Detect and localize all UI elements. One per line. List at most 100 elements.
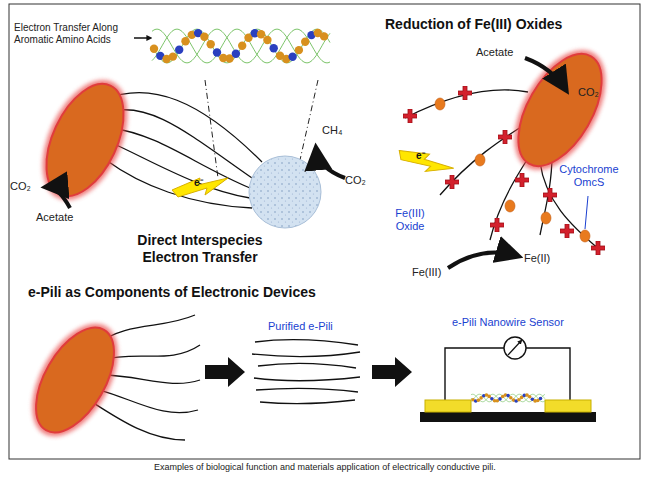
aromatic-bead	[181, 37, 189, 45]
aromatic-bead	[263, 36, 271, 44]
electron-bolt	[396, 140, 454, 184]
aromatic-bead	[232, 50, 240, 58]
fe-oxide-crosses	[591, 241, 605, 255]
aromatic-bead	[200, 33, 208, 41]
electron-bolt	[396, 140, 454, 184]
aromatic-bead	[320, 32, 328, 40]
geobacter-cell	[20, 315, 130, 445]
cell-glow	[25, 67, 144, 213]
sensor-circuit	[526, 348, 570, 400]
helix-strand	[471, 394, 545, 402]
helix-strand	[471, 394, 545, 401]
fe-oxide-crosses	[543, 188, 557, 202]
aromatic-bead	[517, 398, 521, 402]
pili-bottom	[100, 390, 198, 413]
chemical-label: CO₂	[10, 180, 31, 193]
methane-arrow	[316, 148, 345, 178]
helix-leaders	[300, 80, 318, 160]
cytochrome-blobs	[505, 200, 515, 212]
electrode	[545, 400, 591, 412]
aromatic-bead	[257, 30, 265, 38]
aromatic-bead	[539, 397, 543, 401]
purified-pili	[258, 363, 356, 368]
geobacter-cell	[31, 72, 140, 208]
cytochrome-blobs	[475, 154, 485, 166]
geobacter-cell	[501, 40, 618, 179]
aromatic-bead	[498, 397, 502, 401]
aromatic-bead	[175, 46, 183, 54]
electrode	[425, 400, 471, 412]
helix-strand	[471, 394, 545, 402]
cell-glow	[15, 309, 136, 450]
chemical-label: Fe(III)	[412, 266, 441, 279]
helix-strand	[152, 29, 330, 63]
purified-pili	[254, 377, 360, 381]
aromatic-bead	[213, 48, 221, 56]
aromatic-bead	[487, 395, 491, 399]
purified-pili	[255, 340, 358, 345]
callout-label: Electron Transfer Along Aromatic Amino A…	[14, 22, 134, 46]
pili-left	[112, 143, 250, 198]
fe-oxide-crosses	[515, 173, 529, 187]
aromatic-bead	[270, 44, 278, 52]
sensor-nanowire	[471, 393, 545, 403]
pili-right	[540, 162, 600, 250]
aromatic-bead	[528, 395, 532, 399]
pili-left	[104, 93, 262, 162]
cytochrome-blobs	[580, 230, 590, 242]
meter-needle	[508, 341, 521, 355]
panel-title: Reduction of Fe(III) Oxides	[385, 16, 562, 33]
fe-oxide-crosses	[560, 224, 574, 238]
callout-label: Fe(III) Oxide	[384, 207, 436, 233]
pointer-arrow	[134, 37, 150, 39]
chemical-label: CH₄	[322, 124, 342, 137]
purified-pili	[256, 388, 358, 392]
acetate-arrow	[525, 58, 566, 90]
cell-glow	[496, 35, 624, 185]
frame	[9, 4, 640, 459]
pili-left	[112, 128, 250, 188]
leader-line	[585, 196, 588, 229]
pili-left	[106, 160, 252, 208]
reduction-arrow	[448, 252, 518, 268]
panel-title: Direct Interspecies Electron Transfer	[118, 232, 282, 265]
helix-leaders	[205, 80, 218, 178]
aromatic-bead	[288, 53, 296, 61]
block-arrow	[205, 357, 245, 387]
pili-bottom	[102, 375, 200, 383]
fe-oxide-crosses	[458, 86, 472, 100]
chemical-label: Acetate	[36, 211, 73, 224]
callout-label: e-Pili Nanowire Sensor	[452, 316, 564, 329]
purified-pili	[252, 340, 360, 404]
sensor-base	[420, 412, 596, 422]
cytochrome-blobs	[541, 212, 551, 224]
fe-oxide-crosses	[445, 175, 459, 189]
aromatic-bead	[150, 45, 158, 53]
aromatic-bead	[207, 40, 215, 48]
electron-label: e⁻	[194, 177, 203, 189]
caption: Examples of biological function and mate…	[154, 462, 496, 473]
sensor-circuit	[445, 348, 504, 400]
purified-pili	[260, 400, 355, 404]
helix-strand	[152, 29, 330, 63]
helix-strand	[152, 29, 330, 63]
fe-oxide-crosses	[403, 109, 417, 123]
block-arrow	[372, 357, 412, 387]
aromatic-bead	[295, 46, 303, 54]
pili-left	[104, 93, 262, 208]
chemical-label: CO₂	[578, 86, 599, 99]
chemical-label: CO₂	[345, 174, 366, 187]
electron-label: e⁻	[416, 150, 425, 162]
acetate-arrow	[46, 187, 70, 208]
callout-label: Cytochrome OmcS	[556, 163, 622, 189]
pili-left	[108, 110, 252, 178]
purified-pili	[252, 352, 360, 357]
fe-oxide-crosses	[498, 130, 512, 144]
cytochrome-blobs	[435, 98, 445, 110]
electron-bolt	[172, 178, 228, 197]
meter	[504, 337, 526, 359]
aromatic-bead	[301, 38, 309, 46]
aromatic-bead	[169, 52, 177, 60]
callout-label: Purified e-Pili	[268, 320, 333, 333]
methanogen-cell	[249, 156, 321, 228]
